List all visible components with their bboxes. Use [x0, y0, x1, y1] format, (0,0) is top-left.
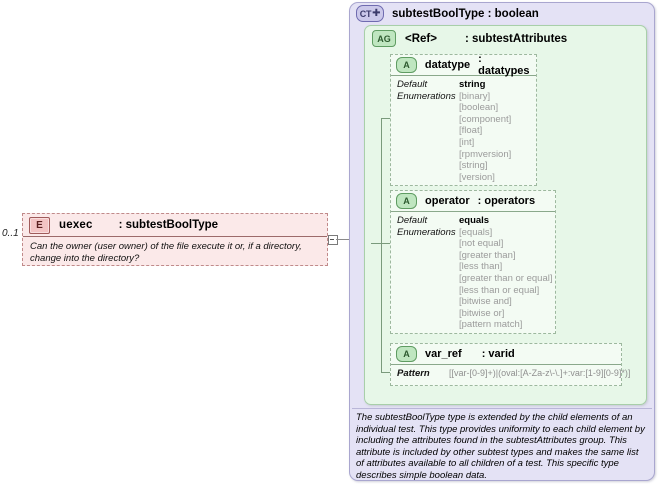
- attribute-facets-datatype: Default Enumerations string [binary] [bo…: [391, 76, 536, 185]
- element-icon: E: [29, 216, 50, 234]
- facet-labels-datatype: Default Enumerations: [391, 79, 459, 183]
- attribute-box-datatype[interactable]: A datatype : datatypes Default Enumerati…: [390, 53, 537, 186]
- attribute-facets-operator: Default Enumerations equals [equals] [no…: [391, 212, 555, 333]
- facet-values-operator: equals [equals] [not equal] [greater tha…: [459, 215, 555, 331]
- attribute-name-datatype: datatype: [424, 59, 471, 71]
- complextype-icon-label: CT: [359, 8, 372, 19]
- attribute-icon: A: [396, 57, 417, 73]
- attributegroup-type: : subtestAttributes: [464, 32, 568, 45]
- enum-datatype-1: [boolean]: [459, 102, 499, 114]
- tree-branch-operator: [381, 243, 392, 244]
- enum-datatype-5: [rpmversion]: [459, 148, 512, 160]
- enum-datatype-0: [binary]: [459, 90, 491, 102]
- element-type: : subtestBoolType: [118, 219, 219, 231]
- complextype-header: CT ✚ subtestBoolType : boolean: [356, 5, 539, 22]
- complextype-documentation: The subtestBoolType type is extended by …: [356, 412, 645, 481]
- attribute-header-datatype: A datatype : datatypes: [391, 53, 536, 77]
- enum-datatype-4: [int]: [459, 136, 475, 148]
- tree-spine: [381, 118, 382, 372]
- facet-label-default: Default: [397, 215, 428, 226]
- enum-datatype-6: [string]: [459, 160, 488, 172]
- enum-operator-2: [greater than]: [459, 249, 516, 261]
- attribute-icon: A: [396, 346, 417, 362]
- attribute-box-varref[interactable]: A var_ref : varid Pattern [[var-[0-9]+)|…: [390, 343, 630, 386]
- attribute-box-operator[interactable]: A operator : operators Default Enumerati…: [390, 190, 556, 334]
- facet-pattern-value: [[var-[0-9]+)|(oval:[A-Za-z\-\.]+:var:[1…: [449, 368, 631, 378]
- facet-label-enumerations: Enumerations: [397, 226, 456, 238]
- facet-labels-operator: Default Enumerations: [391, 215, 459, 331]
- enum-operator-7: [bitwise or]: [459, 307, 505, 319]
- facet-default-value-operator: equals: [459, 215, 490, 226]
- attribute-icon: A: [396, 193, 417, 209]
- facet-values-datatype: string [binary] [boolean] [component] [f…: [459, 79, 536, 183]
- element-header: E uexec : subtestBoolType: [23, 214, 327, 237]
- attribute-name-varref: var_ref: [425, 348, 462, 360]
- enum-operator-6: [bitwise and]: [459, 296, 512, 308]
- complextype-expand-icon[interactable]: CT ✚: [356, 5, 384, 22]
- attribute-type-datatype: : datatypes: [478, 53, 530, 77]
- attribute-type-operator: : operators: [477, 195, 536, 207]
- enum-datatype-7: [version]: [459, 171, 495, 183]
- attribute-header-varref: A var_ref : varid: [391, 344, 621, 365]
- attributegroup-header: AG <Ref> : subtestAttributes: [372, 30, 567, 47]
- complextype-title: subtestBoolType : boolean: [392, 7, 539, 20]
- expand-collapse-box[interactable]: [328, 235, 338, 245]
- tree-branch-datatype: [381, 118, 392, 119]
- enum-operator-8: [pattern match]: [459, 319, 523, 331]
- attribute-type-varref: : varid: [481, 348, 515, 360]
- element-name: uexec: [59, 219, 93, 231]
- facet-label-pattern: Pattern: [397, 368, 430, 379]
- documentation-separator: [352, 408, 652, 409]
- attributegroup-icon: AG: [372, 30, 396, 47]
- facet-label-enumerations: Enumerations: [397, 90, 456, 102]
- enum-operator-0: [equals]: [459, 226, 493, 238]
- enum-datatype-2: [component]: [459, 113, 512, 125]
- attribute-header-operator: A operator : operators: [391, 191, 555, 212]
- enum-operator-1: [not equal]: [459, 238, 504, 250]
- enum-operator-3: [less than]: [459, 261, 503, 273]
- connector-line: [336, 239, 350, 240]
- occurrence-label: 0..1: [2, 228, 19, 239]
- element-box-uexec[interactable]: E uexec : subtestBoolType Can the owner …: [22, 213, 328, 266]
- tree-root-stub: [371, 243, 381, 244]
- enum-datatype-3: [float]: [459, 125, 483, 137]
- enum-operator-5: [less than or equal]: [459, 284, 540, 296]
- facet-label-default: Default: [397, 79, 428, 90]
- attribute-facets-varref: Pattern [[var-[0-9]+)|(oval:[A-Za-z\-\.]…: [391, 365, 630, 382]
- attribute-name-operator: operator: [425, 195, 470, 207]
- facet-default-value-datatype: string: [459, 79, 486, 90]
- enum-operator-4: [greater than or equal]: [459, 272, 553, 284]
- element-documentation: Can the owner (user owner) of the file e…: [30, 241, 302, 264]
- tree-branch-varref: [381, 372, 392, 373]
- attributegroup-ref: <Ref>: [405, 32, 437, 45]
